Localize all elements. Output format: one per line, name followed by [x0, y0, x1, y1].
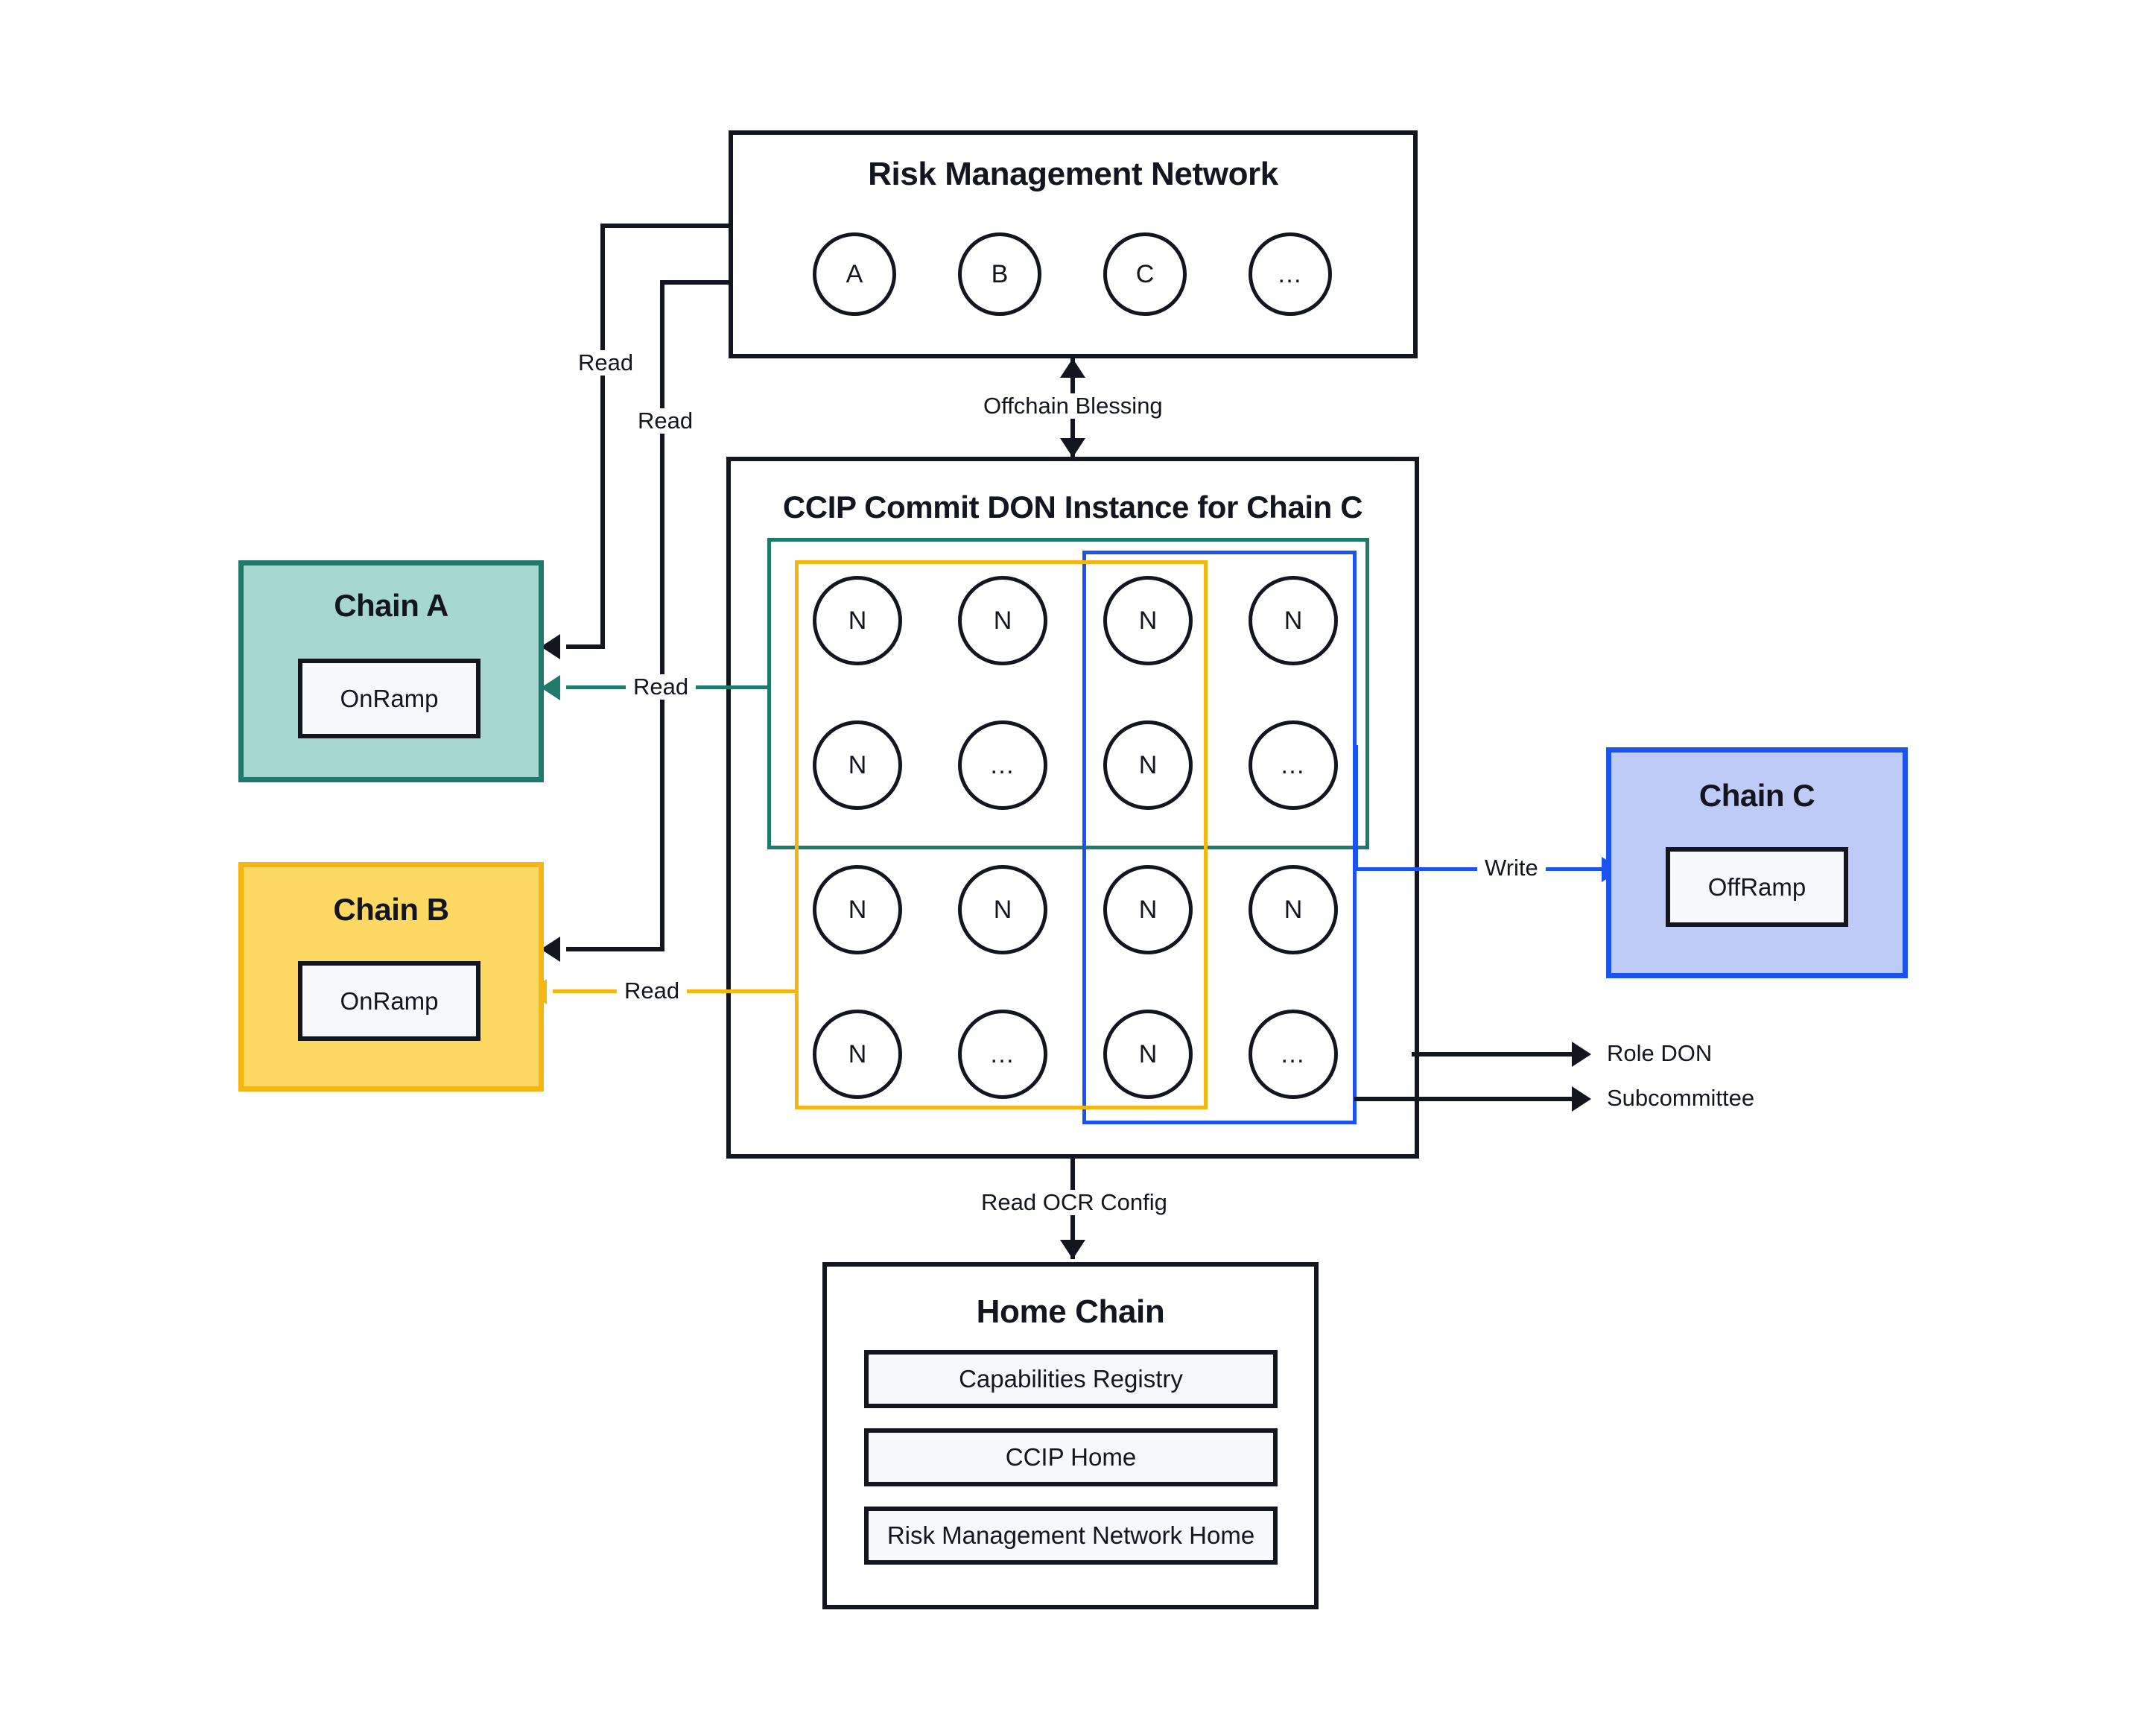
don-node-r3c3: N: [1103, 865, 1193, 954]
chain-b-onramp: OnRamp: [298, 961, 480, 1041]
edge-read-rmn-chain-a-arrowhead: [541, 634, 560, 659]
don-node-r1c3: N: [1103, 576, 1193, 665]
edge-label-offchain-blessing: Offchain Blessing: [976, 393, 1170, 419]
edge-label-read-don-chain-b: Read: [617, 978, 688, 1004]
rmn-node-b: B: [958, 232, 1041, 316]
edge-write-don-chain-c-stub: [1354, 745, 1358, 869]
home-chain-row-risk-management-network-home: Risk Management Network Home: [864, 1507, 1278, 1565]
edge-read-rmn-chain-a-top: [600, 224, 735, 228]
edge-read-don-chain-b-stub: [795, 857, 799, 1000]
edge-label-read-don-chain-a: Read: [626, 674, 697, 700]
edge-read-rmn-chain-b-bottom: [566, 947, 664, 951]
legend-role-don-line: [1412, 1052, 1576, 1057]
don-node-r4c2: …: [958, 1010, 1047, 1099]
edge-offchain-blessing-arrowhead-down: [1060, 438, 1085, 457]
edge-read-rmn-chain-a-vertical: [600, 224, 605, 644]
edge-read-don-chain-a-arrowhead: [541, 675, 560, 700]
legend-role-don-arrowhead: [1572, 1042, 1591, 1067]
edge-label-read-rmn-chain-a: Read: [571, 349, 641, 376]
rmn-node-a: A: [813, 232, 896, 316]
edge-read-rmn-chain-b-vertical: [660, 280, 664, 947]
don-node-r3c4: N: [1249, 865, 1338, 954]
don-node-r4c4: …: [1249, 1010, 1338, 1099]
rmn-node-ellipsis: …: [1249, 232, 1332, 316]
don-node-r2c1: N: [813, 720, 902, 810]
edge-read-rmn-chain-b-top: [660, 280, 735, 285]
chain-c-offramp: OffRamp: [1666, 847, 1848, 927]
legend-subcommittee-line: [1354, 1097, 1576, 1101]
don-node-r4c1: N: [813, 1010, 902, 1099]
don-node-r1c1: N: [813, 576, 902, 665]
don-node-r3c1: N: [813, 865, 902, 954]
edge-read-don-chain-a-stub: [767, 538, 771, 687]
edge-label-read-ocr-config: Read OCR Config: [974, 1189, 1175, 1216]
edge-label-write-don-chain-c: Write: [1477, 855, 1546, 881]
edge-label-read-rmn-chain-b: Read: [630, 408, 701, 434]
home-chain-title: Home Chain: [976, 1293, 1165, 1330]
don-node-r2c4: …: [1249, 720, 1338, 810]
chain-a-onramp: OnRamp: [298, 659, 480, 738]
don-node-r2c2: …: [958, 720, 1047, 810]
rmn-node-c: C: [1103, 232, 1187, 316]
edge-read-rmn-chain-a-bottom: [566, 644, 605, 649]
don-node-r4c3: N: [1103, 1010, 1193, 1099]
edge-read-rmn-chain-b-arrowhead: [541, 937, 560, 962]
chain-a-title: Chain A: [334, 588, 448, 623]
legend-subcommittee-label: Subcommittee: [1607, 1085, 1755, 1111]
edge-offchain-blessing-arrowhead-up: [1060, 358, 1085, 378]
don-node-r3c2: N: [958, 865, 1047, 954]
legend-subcommittee-arrowhead: [1572, 1086, 1591, 1112]
edge-read-ocr-config-arrowhead: [1060, 1240, 1085, 1259]
don-node-r2c3: N: [1103, 720, 1193, 810]
legend-role-don-label: Role DON: [1607, 1040, 1713, 1066]
don-node-r1c4: N: [1249, 576, 1338, 665]
don-node-r1c2: N: [958, 576, 1047, 665]
home-chain-row-ccip-home: CCIP Home: [864, 1428, 1278, 1486]
commit-don-title: CCIP Commit DON Instance for Chain C: [782, 490, 1363, 525]
chain-b-title: Chain B: [333, 892, 449, 927]
chain-c-title: Chain C: [1698, 778, 1815, 813]
risk-management-network-title: Risk Management Network: [868, 156, 1278, 192]
home-chain-row-capabilities-registry: Capabilities Registry: [864, 1350, 1278, 1408]
